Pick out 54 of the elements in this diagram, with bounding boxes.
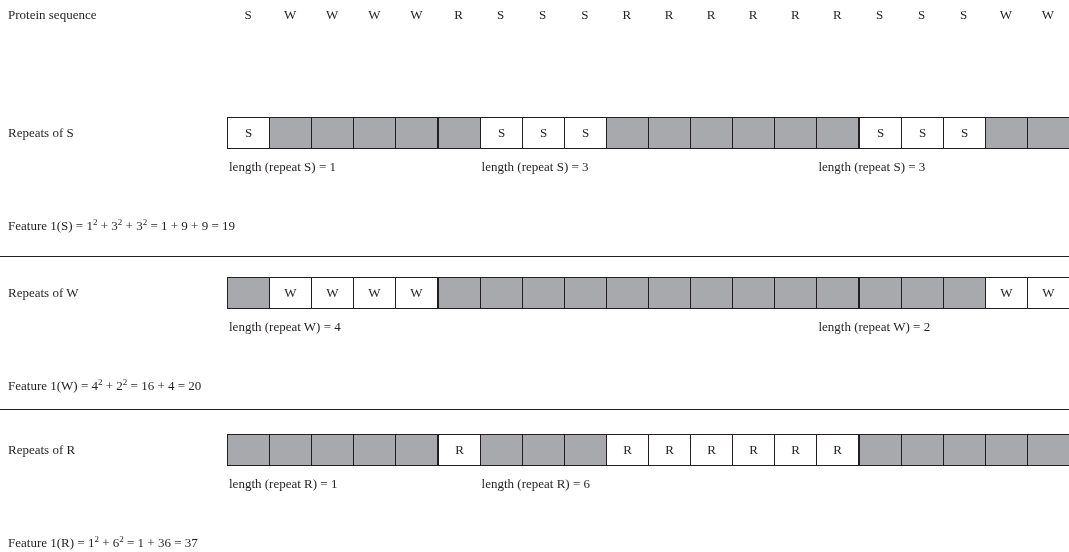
sequence-letter: R: [748, 7, 758, 23]
residue-cell: S: [859, 117, 902, 149]
residue-cell: W: [395, 277, 438, 309]
repeat-length-label: length (repeat W) = 4: [229, 319, 341, 335]
residue-cell: R: [438, 434, 481, 466]
residue-cell: W: [269, 277, 312, 309]
repeat-length-label: length (repeat R) = 1: [229, 476, 338, 492]
sequence-letter: R: [622, 7, 632, 23]
sequence-letter: W: [410, 7, 423, 23]
repeat-length-label: length (repeat W) = 2: [818, 319, 931, 335]
sequence-letter: S: [960, 7, 968, 23]
residue-cell: W: [985, 277, 1028, 309]
row-label: Repeats of W: [8, 285, 79, 301]
residue-cell: S: [901, 117, 944, 149]
sequence-letter: W: [283, 7, 297, 23]
repeat-length-label: length (repeat S) = 1: [229, 159, 336, 175]
feature-formula: Feature 1(R) = 1$^{2}$ + 6$^{2}$ = 1 + 36 = 37: [8, 533, 198, 552]
feature-formula: Feature 1(S) = 1$^{2}$ + 3$^{2}$ + 3$^{2}$ = 1 + 9 + 9 = 19: [8, 216, 235, 235]
residue-cell: S: [943, 117, 986, 149]
repeat-length-label: length (repeat S) = 3: [818, 159, 926, 175]
residue-cell: W: [311, 277, 354, 309]
sequence-letter: R: [833, 7, 842, 23]
sequence-letter: W: [999, 7, 1012, 23]
sequence-letter: S: [875, 7, 884, 23]
sequence-letter: R: [706, 7, 716, 23]
residue-cell: W: [1027, 277, 1069, 309]
residue-cell: S: [522, 117, 565, 149]
residue-cell: R: [816, 434, 859, 466]
sequence-letter: R: [454, 7, 463, 23]
feature-formula: Feature 1(W) = 4$^{2}$ + 2$^{2}$ = 16 + 4 = 20: [8, 376, 202, 395]
sequence-letter: S: [918, 7, 926, 23]
residue-cell: S: [227, 117, 270, 149]
sequence-letter: S: [497, 7, 505, 23]
sequence-letter: R: [664, 7, 674, 23]
residue-cell: R: [774, 434, 817, 466]
residue-cell: R: [690, 434, 733, 466]
sequence-letter: W: [326, 7, 339, 23]
sequence-letter: S: [244, 7, 252, 23]
residue-cell: R: [606, 434, 649, 466]
repeat-length-label: length (repeat S) = 3: [481, 159, 589, 175]
residue-cell: R: [732, 434, 775, 466]
sequence-letter: R: [790, 7, 800, 23]
residue-cell: R: [648, 434, 691, 466]
row-label: Repeats of S: [8, 125, 74, 141]
sequence-letter: S: [539, 7, 547, 23]
sequence-letter: S: [581, 7, 589, 23]
residue-cell: S: [564, 117, 607, 149]
sequence-letter: W: [368, 7, 381, 23]
sequence-letter: W: [1041, 7, 1055, 23]
residue-cell: W: [353, 277, 396, 309]
row-label: Protein sequence: [8, 7, 97, 23]
repeat-length-label: length (repeat R) = 6: [481, 476, 590, 492]
row-label: Repeats of R: [8, 442, 76, 458]
residue-cell: S: [480, 117, 523, 149]
